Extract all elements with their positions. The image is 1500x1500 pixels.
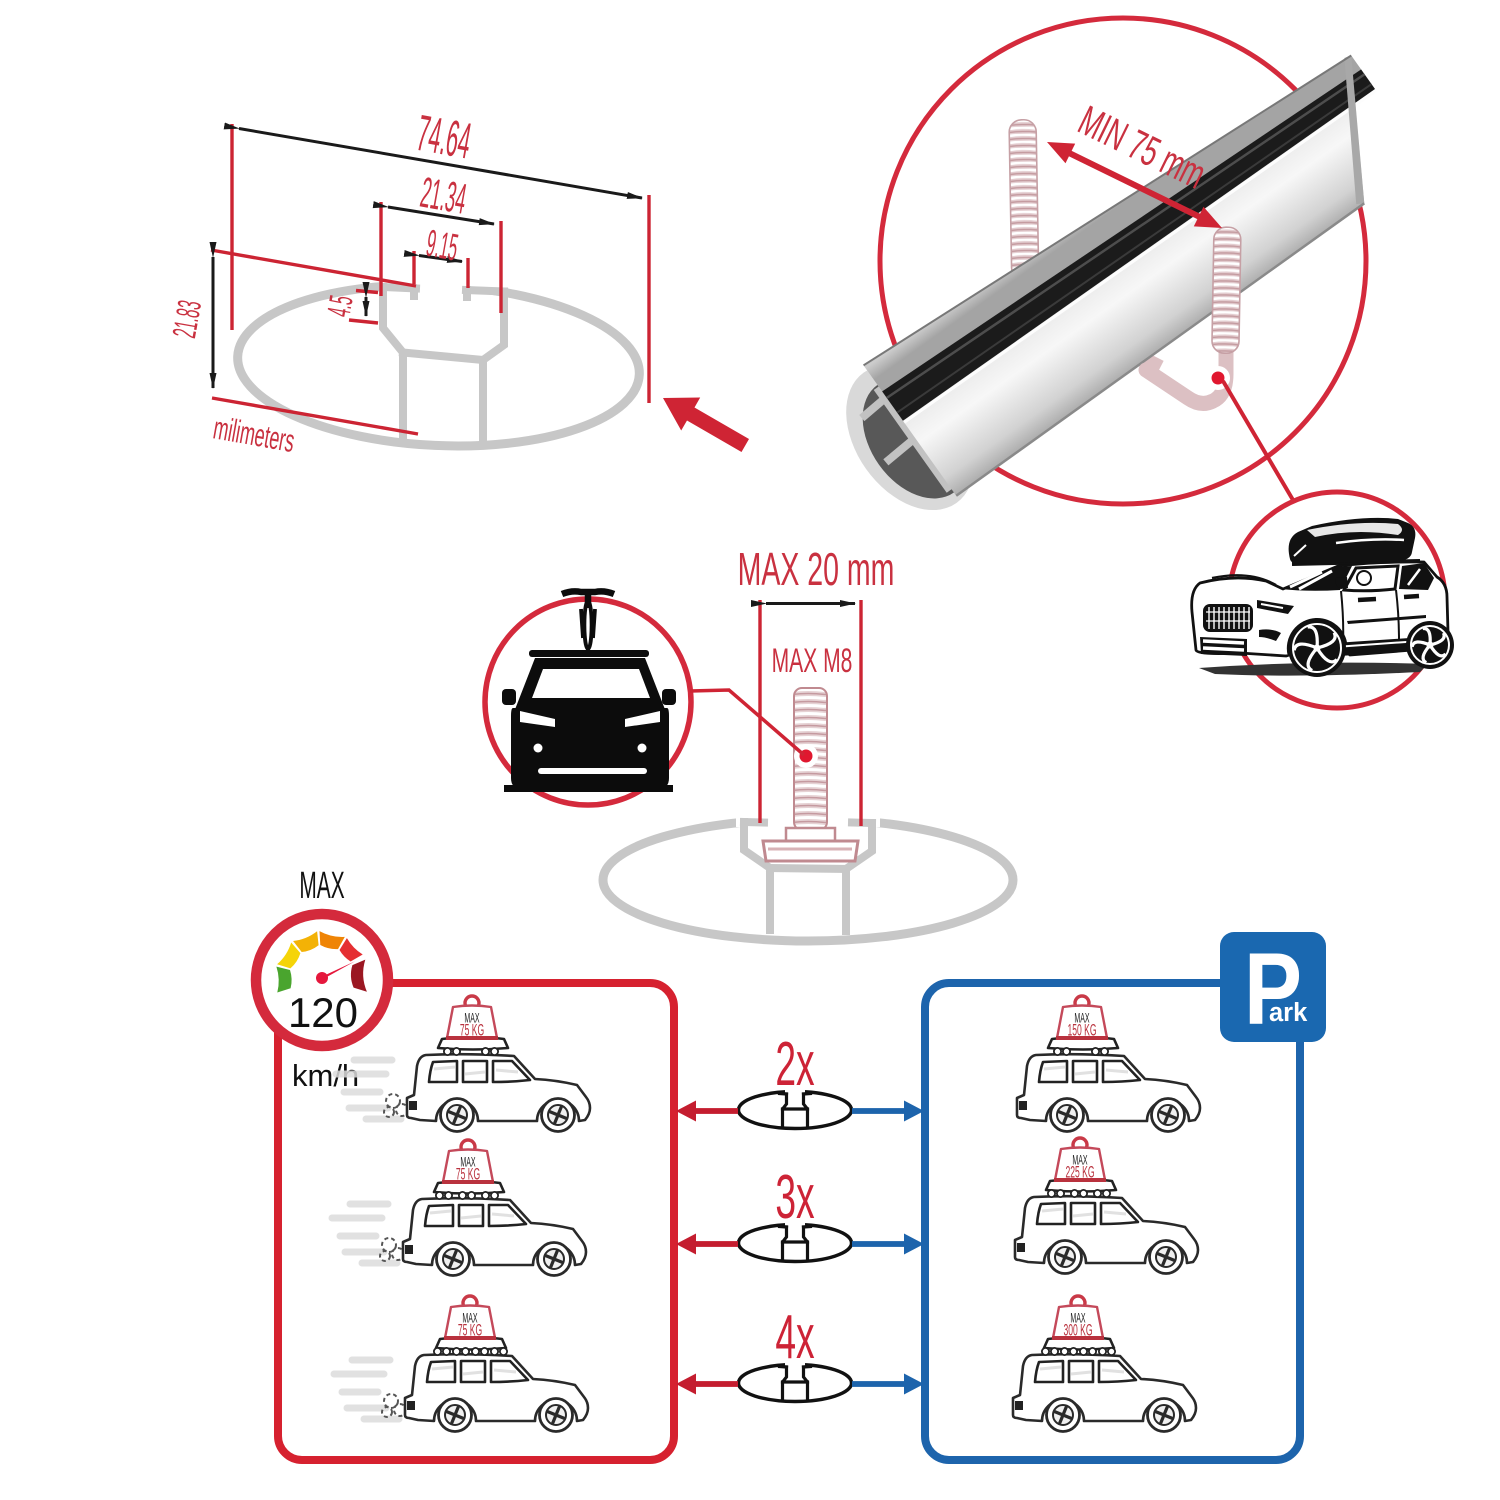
- svg-text:MAX: MAX: [464, 1011, 479, 1026]
- svg-text:150 KG: 150 KG: [1067, 1020, 1096, 1039]
- svg-text:P: P: [1244, 932, 1302, 1046]
- svg-text:MAX 20 mm: MAX 20 mm: [738, 544, 895, 596]
- svg-text:9.15: 9.15: [423, 223, 461, 269]
- svg-text:4x: 4x: [775, 1302, 814, 1371]
- svg-text:MAX: MAX: [462, 1311, 477, 1326]
- svg-text:120: 120: [288, 989, 358, 1036]
- svg-text:MAX: MAX: [299, 865, 344, 907]
- svg-text:3x: 3x: [775, 1162, 814, 1231]
- svg-text:MAX: MAX: [1074, 1011, 1089, 1026]
- svg-text:ark: ark: [1269, 999, 1308, 1027]
- svg-text:MAX: MAX: [1070, 1311, 1085, 1326]
- svg-text:MAX: MAX: [1072, 1153, 1087, 1168]
- svg-text:225 KG: 225 KG: [1065, 1162, 1094, 1181]
- svg-text:2x: 2x: [775, 1029, 814, 1098]
- svg-text:MAX M8: MAX M8: [772, 641, 853, 679]
- svg-text:21.34: 21.34: [417, 168, 470, 223]
- svg-text:300 KG: 300 KG: [1063, 1320, 1092, 1339]
- svg-text:MAX: MAX: [460, 1155, 475, 1170]
- svg-text:74.64: 74.64: [413, 106, 476, 171]
- svg-text:75 KG: 75 KG: [460, 1020, 484, 1039]
- svg-text:75 KG: 75 KG: [456, 1164, 480, 1183]
- svg-text:75 KG: 75 KG: [458, 1320, 482, 1339]
- svg-text:21.83: 21.83: [167, 298, 209, 341]
